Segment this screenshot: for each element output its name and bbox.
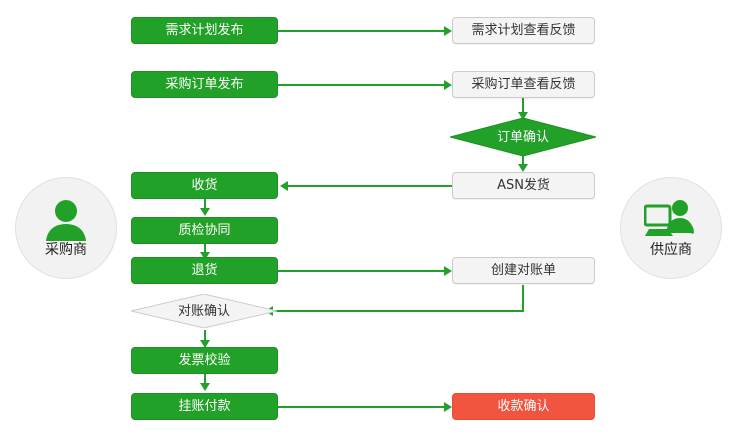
- edge-n6-n7-arrowhead: [280, 181, 288, 191]
- edge-n10-n11-vertical: [522, 285, 524, 312]
- node-label: 收货: [191, 178, 218, 193]
- edge-n11-n12: [204, 330, 206, 343]
- edge-n4-n5: [522, 98, 524, 115]
- edge-n5-n6: [522, 155, 524, 169]
- edge-n4-n5-arrowhead: [518, 112, 528, 120]
- edge-n12-n13: [204, 374, 206, 386]
- edge-n8-n9-arrowhead: [200, 252, 210, 260]
- edge-n11-n12-arrowhead: [200, 340, 210, 348]
- node-purchase-order-publish[interactable]: 采购订单发布: [131, 71, 278, 98]
- node-label: 创建对账单: [490, 263, 556, 278]
- node-demand-plan-view-feedback[interactable]: 需求计划查看反馈: [452, 17, 595, 44]
- edge-n10-n11-horizontal: [273, 310, 524, 312]
- edge-n13-n14-arrowhead: [444, 402, 452, 412]
- node-label: 采购订单发布: [165, 77, 244, 92]
- person-icon: [44, 199, 88, 241]
- node-account-payment[interactable]: 挂账付款: [131, 393, 278, 420]
- person-computer-icon: [643, 199, 698, 241]
- node-purchase-order-view-feedback[interactable]: 采购订单查看反馈: [452, 71, 595, 98]
- node-quality-inspection-collaboration[interactable]: 质检协同: [131, 217, 278, 244]
- node-label: 采购订单查看反馈: [471, 77, 576, 92]
- edge-n3-n4: [278, 84, 444, 86]
- edge-n13-n14: [278, 406, 444, 408]
- node-label: 需求计划查看反馈: [471, 23, 576, 38]
- node-label: ASN发货: [497, 178, 550, 193]
- node-label: 退货: [191, 263, 218, 278]
- edge-n8-n9: [204, 244, 206, 255]
- edge-n9-n10-arrowhead: [444, 266, 452, 276]
- actor-supplier[interactable]: 供应商: [620, 177, 722, 279]
- edge-n7-n8-arrowhead: [200, 208, 210, 216]
- edge-n1-n2-arrowhead: [444, 26, 452, 36]
- edge-n5-n6-arrowhead: [518, 164, 528, 172]
- node-invoice-verification[interactable]: 发票校验: [131, 347, 278, 374]
- node-order-confirm[interactable]: 订单确认: [450, 118, 596, 156]
- actor-buyer[interactable]: 采购商: [15, 177, 117, 279]
- node-label: 收款确认: [497, 399, 550, 414]
- edge-n7-n8: [204, 199, 206, 211]
- node-goods-receipt[interactable]: 收货: [131, 172, 278, 199]
- edge-n3-n4-arrowhead: [444, 80, 452, 90]
- node-asn-shipment[interactable]: ASN发货: [452, 172, 595, 199]
- node-return-goods[interactable]: 退货: [131, 257, 278, 284]
- node-payment-receipt-confirm[interactable]: 收款确认: [452, 393, 595, 420]
- actor-buyer-label: 采购商: [45, 242, 87, 258]
- node-label: 对账确认: [177, 303, 230, 319]
- actor-supplier-label: 供应商: [650, 242, 692, 258]
- node-label: 挂账付款: [178, 399, 231, 414]
- node-label: 质检协同: [178, 223, 231, 238]
- node-demand-plan-publish[interactable]: 需求计划发布: [131, 17, 278, 44]
- node-label: 需求计划发布: [165, 23, 244, 38]
- node-create-reconciliation-statement[interactable]: 创建对账单: [452, 257, 595, 284]
- edge-n12-n13-arrowhead: [200, 383, 210, 391]
- edge-n9-n10: [278, 270, 444, 272]
- edge-n1-n2: [278, 30, 444, 32]
- node-reconciliation-confirm[interactable]: 对账确认: [131, 294, 277, 328]
- diamond-shape: [131, 294, 277, 328]
- edge-n6-n7: [288, 185, 452, 187]
- node-label: 发票校验: [178, 353, 231, 368]
- diamond-shape: [450, 118, 596, 156]
- node-label: 订单确认: [496, 129, 549, 145]
